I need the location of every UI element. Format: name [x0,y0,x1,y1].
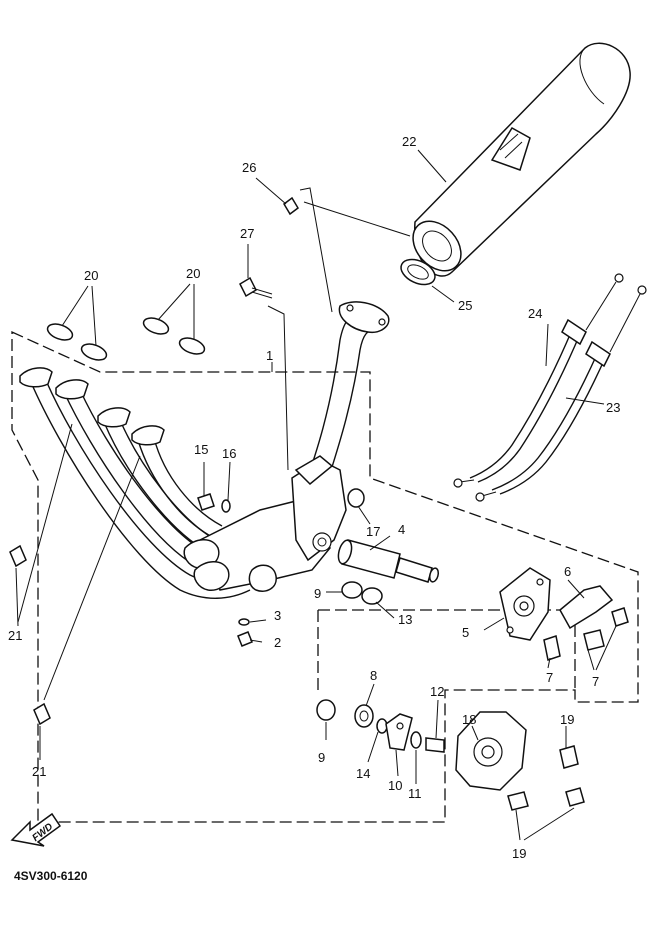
callout-18: 18 [462,712,476,727]
callout-1: 1 [266,348,273,363]
callout-25: 25 [458,298,472,313]
callout-21b: 21 [32,764,46,779]
callout-20b: 20 [186,266,200,281]
callout-numbers: 1 2 3 4 5 6 7 7 8 9 9 10 11 12 13 14 15 … [8,134,620,861]
muffler [412,42,631,277]
throttle-cables [453,273,647,502]
callout-15: 15 [194,442,208,457]
callout-8: 8 [370,668,377,683]
valve-shaft [337,539,440,583]
callout-4: 4 [398,522,405,537]
callout-7a: 7 [546,670,553,685]
callout-10: 10 [388,778,402,793]
callout-23: 23 [606,400,620,415]
diagram-code: 4SV300-6120 [14,869,88,883]
callout-2: 2 [274,635,281,650]
callout-21a: 21 [8,628,22,643]
callout-5: 5 [462,625,469,640]
callout-22: 22 [402,134,416,149]
forward-direction-arrow [10,812,62,847]
bolts-top [239,196,299,299]
bushings [316,581,383,721]
callout-27: 27 [240,226,254,241]
callout-9a: 9 [314,586,321,601]
valve-pulley [499,567,629,661]
callout-6: 6 [564,564,571,579]
exhaust-gaskets [46,317,206,361]
callout-14: 14 [356,766,370,781]
callout-19a: 19 [560,712,574,727]
callout-26: 26 [242,160,256,175]
exhaust-pipe-assembly [19,301,390,599]
leader-lines [15,149,617,841]
callout-19b: 19 [512,846,526,861]
callout-24: 24 [528,306,542,321]
callout-3: 3 [274,608,281,623]
callout-11: 11 [408,786,422,801]
callout-16: 16 [222,446,236,461]
callout-12: 12 [430,684,444,699]
callout-20a: 20 [84,268,98,283]
callout-17: 17 [366,524,380,539]
plug-caps [9,544,51,726]
callout-7b: 7 [592,674,599,689]
callout-9b: 9 [318,750,325,765]
callout-13: 13 [398,612,412,627]
muffler-gasket [400,258,436,286]
small-fasteners [197,488,365,647]
lower-valve-parts [354,704,585,811]
